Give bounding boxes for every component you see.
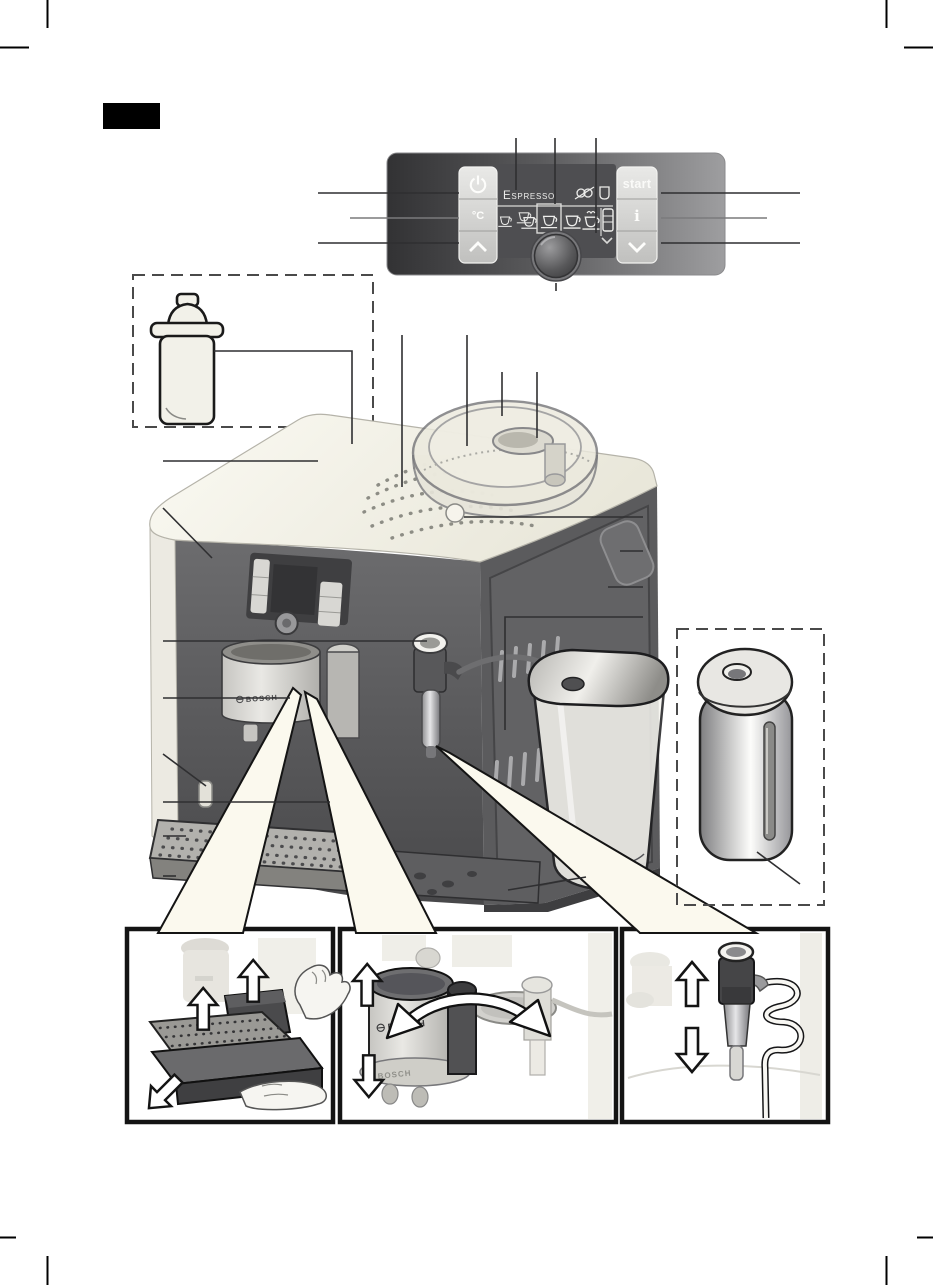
milk-level-window [763, 721, 776, 841]
outlet-nozzle [242, 723, 259, 743]
brand-logo-faint: BOSCH [377, 1068, 412, 1080]
frother-connector [444, 661, 464, 680]
wedge-to-frother-view [435, 745, 760, 934]
hand-upper [294, 964, 351, 1020]
milk-jug-lid [527, 648, 670, 708]
power-button [469, 175, 487, 194]
cappuccino-cup-icon [581, 210, 601, 230]
milk-frother [412, 632, 464, 758]
outlet-swivel-view: BOSCH BOSCH [351, 933, 613, 1119]
hand-lower [239, 1080, 327, 1111]
temperature-label: °C [472, 210, 484, 222]
right-button-column: start i [616, 166, 658, 264]
wedge-to-drip-tray-view [156, 686, 303, 934]
wedge-to-outlet-view [303, 689, 438, 934]
small-cup-icon [599, 186, 610, 200]
water-tank-latch [198, 780, 213, 808]
frother-height-view [626, 933, 822, 1119]
power-icon [469, 177, 487, 194]
water-filter-box [132, 274, 374, 428]
chevron-up-icon [469, 241, 487, 252]
latte-macchiato-glass-icon [602, 208, 614, 232]
control-panel: °C start i Espresso [386, 152, 726, 282]
milk-container-box [676, 628, 825, 906]
up-button [469, 241, 487, 252]
rotary-knob [530, 230, 582, 282]
water-filter-cartridge [149, 292, 225, 426]
machine-left-housing [149, 526, 179, 847]
display-mode-text: Espresso [503, 190, 555, 202]
chevron-down-icon [628, 242, 646, 253]
scroll-down-chevron-icon [601, 237, 613, 245]
detail-boxes: BOSCH BOSCH [124, 926, 831, 1125]
display-content: Espresso [496, 186, 614, 245]
display [494, 164, 616, 258]
machine-base [484, 868, 660, 912]
left-button-column: °C [458, 166, 498, 264]
callout-lines [162, 138, 801, 891]
drip-tray-removal-view [137, 938, 351, 1120]
magnifier-wedges [156, 686, 760, 934]
start-button: start [623, 177, 652, 191]
front-panel-cluster [246, 552, 352, 636]
side-door-handle [599, 520, 655, 586]
temperature-button: °C [472, 210, 484, 222]
milk-container [696, 647, 794, 862]
arrow-swivel [385, 992, 552, 1040]
milk-jug-lid-hole [561, 676, 585, 692]
froth-off-icon [574, 186, 595, 200]
bean-container [411, 399, 599, 519]
section-marker [103, 103, 160, 129]
top-button [445, 503, 465, 523]
info-button: i [634, 207, 640, 225]
